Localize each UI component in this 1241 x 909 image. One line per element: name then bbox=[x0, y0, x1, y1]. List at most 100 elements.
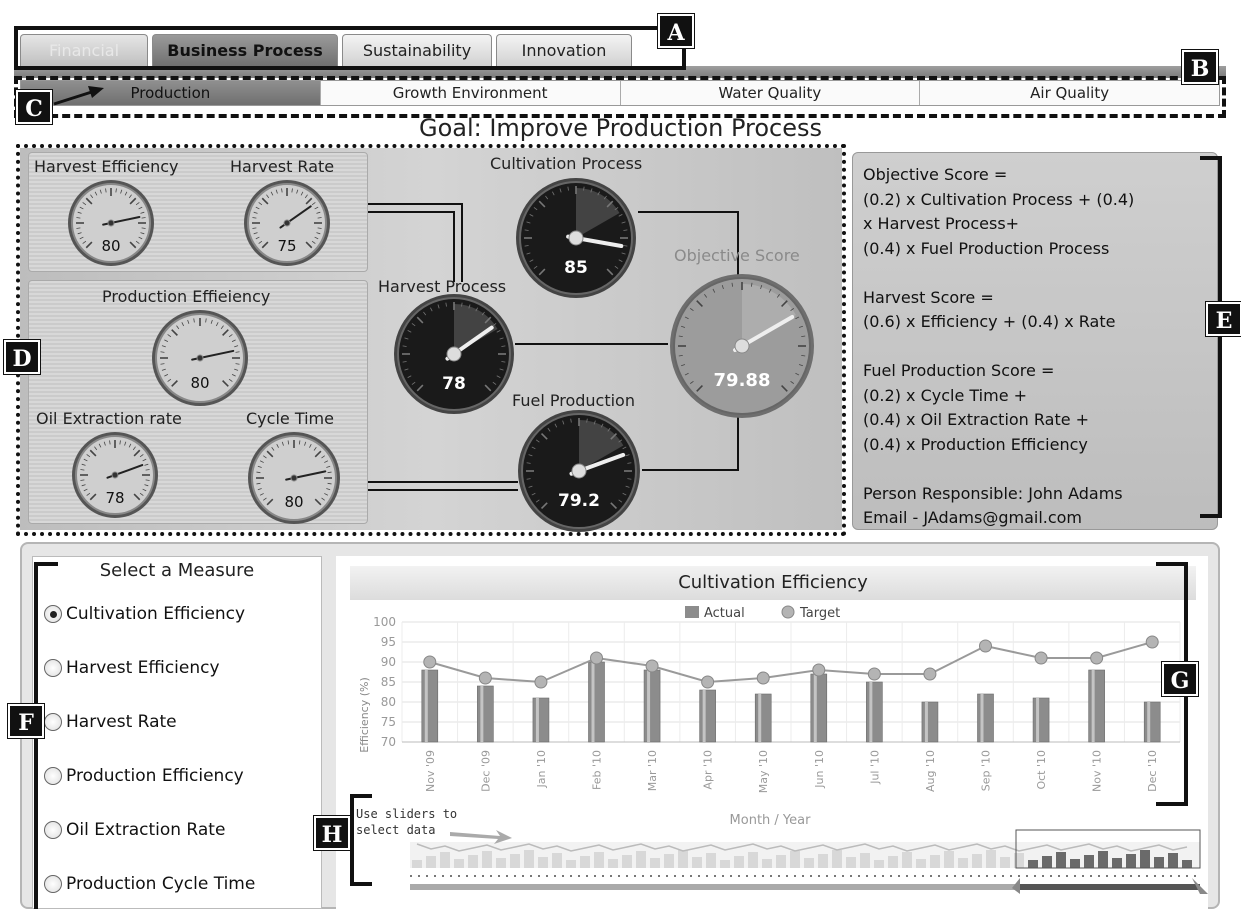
slider-left-handle[interactable] bbox=[1012, 878, 1020, 894]
formula-line: (0.4) x Production Efficiency bbox=[863, 434, 1088, 454]
x-tick-label: Oct '10 bbox=[1035, 750, 1048, 790]
formula-line: (0.2) x Cycle Time + bbox=[863, 385, 1028, 405]
target-point[interactable] bbox=[478, 671, 492, 685]
oil-extraction-rate-gauge: 78 bbox=[70, 430, 160, 520]
target-point[interactable] bbox=[423, 655, 437, 669]
contact-email[interactable]: Email - JAdams@gmail.com bbox=[863, 508, 1083, 527]
measure-production-cycle-time[interactable]: Production Cycle Time bbox=[44, 874, 255, 894]
slider-hint: Use sliders to select data bbox=[356, 806, 457, 838]
subtab-bar: Production Growth Environment Water Qual… bbox=[20, 80, 1220, 106]
x-tick-label: Aug '10 bbox=[924, 750, 937, 792]
gauge-dial-icon bbox=[72, 432, 158, 518]
measure-label: Cultivation Efficiency bbox=[66, 604, 246, 624]
tab-financial[interactable]: Financial bbox=[20, 34, 148, 68]
callout-g: G bbox=[1161, 661, 1199, 697]
measure-production-efficiency[interactable]: Production Efficiency bbox=[44, 766, 244, 786]
harvest-process-label: Harvest Process bbox=[378, 277, 507, 296]
x-tick-label: Feb '10 bbox=[591, 750, 604, 790]
radio-icon[interactable] bbox=[44, 713, 62, 731]
y-tick-label: 100 bbox=[373, 615, 396, 629]
x-tick-label: Jan '10 bbox=[535, 750, 548, 788]
target-point[interactable] bbox=[812, 663, 826, 677]
arrow-icon bbox=[88, 86, 104, 98]
y-tick-label: 75 bbox=[381, 715, 396, 729]
slider-hint-line: Use sliders to bbox=[356, 807, 458, 821]
callout-f: F bbox=[7, 703, 45, 739]
x-tick-label: Dec '10 bbox=[1146, 750, 1159, 792]
measure-cultivation-efficiency[interactable]: Cultivation Efficiency bbox=[44, 604, 245, 624]
target-point[interactable] bbox=[1034, 651, 1048, 665]
slider-selection[interactable] bbox=[1016, 884, 1200, 890]
cultivation-process-label: Cultivation Process bbox=[490, 154, 643, 173]
subtab-production[interactable]: Production bbox=[21, 81, 321, 105]
measure-oil-extraction-rate[interactable]: Oil Extraction Rate bbox=[44, 820, 225, 840]
target-point[interactable] bbox=[1090, 651, 1104, 665]
formula-line: Fuel Production Score = bbox=[863, 361, 1055, 380]
harvest-rate-label: Harvest Rate bbox=[230, 157, 335, 176]
subtab-growth-environment[interactable]: Growth Environment bbox=[321, 81, 621, 105]
cycle-time-gauge: 80 bbox=[246, 430, 342, 526]
y-tick-label: 80 bbox=[381, 695, 396, 709]
harvest-process-value: 78 bbox=[442, 373, 466, 394]
target-point[interactable] bbox=[923, 667, 937, 681]
objective-score-gauge: 79.88 bbox=[668, 272, 816, 420]
objective-score-label: Objective Score bbox=[674, 246, 800, 265]
gauge-dial-icon bbox=[248, 432, 340, 524]
callout-d: D bbox=[3, 339, 41, 375]
target-point[interactable] bbox=[867, 667, 881, 681]
callout-h: H bbox=[313, 815, 351, 851]
target-point[interactable] bbox=[645, 659, 659, 673]
target-point[interactable] bbox=[534, 675, 548, 689]
callout-b: B bbox=[1181, 49, 1219, 85]
arrow-icon bbox=[450, 830, 512, 844]
measure-selector bbox=[32, 556, 322, 909]
tab-sustainability[interactable]: Sustainability bbox=[342, 34, 492, 68]
formula-line: x Harvest Process+ bbox=[863, 214, 1020, 233]
target-point[interactable] bbox=[701, 675, 715, 689]
radio-icon[interactable] bbox=[44, 659, 62, 677]
gauge-dial-icon bbox=[670, 274, 814, 418]
target-point[interactable] bbox=[1145, 635, 1159, 649]
tab-business-process[interactable]: Business Process bbox=[152, 34, 338, 68]
measure-label: Production Cycle Time bbox=[66, 874, 256, 894]
x-tick-label: Jul '10 bbox=[868, 750, 881, 785]
subtab-water-quality[interactable]: Water Quality bbox=[621, 81, 921, 105]
gauge-dial-icon bbox=[244, 180, 330, 266]
measure-harvest-efficiency[interactable]: Harvest Efficiency bbox=[44, 658, 220, 678]
y-tick-label: 95 bbox=[381, 635, 396, 649]
harvest-efficiency-value: 80 bbox=[101, 237, 121, 256]
radio-icon[interactable] bbox=[44, 875, 62, 893]
formula-line: Harvest Score = bbox=[863, 287, 994, 307]
measure-label: Harvest Efficiency bbox=[66, 658, 220, 678]
callout-e: E bbox=[1205, 301, 1241, 337]
x-axis-label: Month / Year bbox=[730, 813, 812, 828]
formula-line: (0.2) x Cultivation Process + (0.4) bbox=[863, 189, 1135, 209]
slider-hint-line: select data bbox=[356, 823, 436, 837]
callout-c: C bbox=[15, 89, 53, 125]
chart-title: Cultivation Efficiency bbox=[350, 566, 1196, 600]
formula-line: Objective Score = bbox=[863, 165, 1008, 184]
oil-extraction-rate-label: Oil Extraction rate bbox=[36, 409, 182, 428]
x-tick-label: Nov '10 bbox=[1091, 750, 1104, 792]
gauge-dial-icon bbox=[518, 410, 640, 532]
cultivation-process-value: 85 bbox=[564, 257, 588, 278]
x-tick-label: Apr '10 bbox=[702, 750, 715, 790]
range-navigator[interactable] bbox=[350, 822, 1210, 900]
gauge-dial-icon bbox=[516, 178, 636, 298]
formula-line: (0.4) x Fuel Production Process bbox=[863, 238, 1110, 258]
tab-innovation[interactable]: Innovation bbox=[496, 34, 632, 68]
radio-icon[interactable] bbox=[44, 821, 62, 839]
radio-icon[interactable] bbox=[44, 767, 62, 785]
target-point[interactable] bbox=[979, 639, 992, 653]
legend-bar-icon bbox=[685, 606, 699, 618]
fuel-production-value: 79.2 bbox=[558, 491, 600, 512]
target-point[interactable] bbox=[756, 671, 770, 685]
target-point[interactable] bbox=[590, 651, 603, 665]
slider-track[interactable] bbox=[410, 884, 1200, 890]
slider-right-handle[interactable] bbox=[1192, 878, 1208, 894]
radio-icon[interactable] bbox=[44, 605, 62, 623]
subtab-air-quality[interactable]: Air Quality bbox=[1030, 84, 1110, 102]
measure-harvest-rate[interactable]: Harvest Rate bbox=[44, 712, 177, 732]
